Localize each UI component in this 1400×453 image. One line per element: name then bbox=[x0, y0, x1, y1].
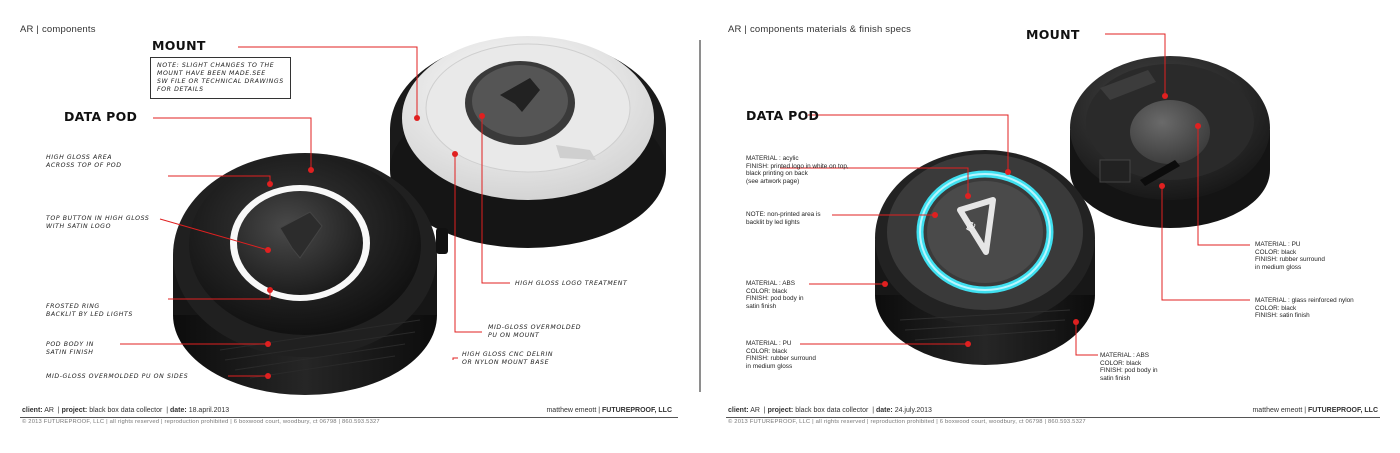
callout-overmolded-sides: MID-GLOSS OVERMOLDED PU ON SIDES bbox=[46, 373, 189, 380]
right-datapod-render: re bbox=[875, 150, 1095, 365]
left-note-box: NOTE: SLIGHT CHANGES TO THE MOUNT HAVE B… bbox=[150, 57, 291, 99]
left-sheet-title: AR | components bbox=[20, 24, 96, 35]
right-mount-render bbox=[1070, 56, 1270, 228]
left-callout-lines bbox=[120, 46, 510, 377]
left-footer-info: client: AR | project: black box data col… bbox=[22, 407, 230, 414]
right-sheet-title: AR | components materials & finish specs bbox=[728, 24, 912, 35]
right-callout-lines bbox=[780, 33, 1250, 356]
right-footer-copyright: © 2013 FUTUREPROOF, LLC | all rights res… bbox=[728, 419, 1086, 425]
left-mount-label: MOUNT bbox=[152, 38, 206, 53]
left-footer-rule bbox=[20, 417, 678, 418]
left-datapod-render bbox=[173, 153, 448, 395]
left-footer-copyright: © 2013 FUTUREPROOF, LLC | all rights res… bbox=[22, 419, 380, 425]
note-line: SW FILE OR TECHNICAL DRAWINGS bbox=[157, 78, 284, 85]
note-line: NOTE: SLIGHT CHANGES TO THE bbox=[157, 62, 275, 69]
right-callout-dots bbox=[882, 93, 1201, 347]
note-line: FOR DETAILS bbox=[157, 86, 204, 93]
left-datapod-label: DATA POD bbox=[64, 109, 138, 124]
right-footer-info: client: AR | project: black box data col… bbox=[728, 407, 932, 414]
right-footer-signature: matthew emeott | FUTUREPROOF, LLC bbox=[1252, 407, 1378, 414]
callout-logo-treatment: HIGH GLOSS LOGO TREATMENT bbox=[515, 280, 628, 287]
right-footer-rule bbox=[726, 417, 1380, 418]
right-datapod-label: DATA POD bbox=[746, 108, 820, 123]
right-mount-label: MOUNT bbox=[1026, 27, 1080, 42]
left-footer-signature: matthew emeott | FUTUREPROOF, LLC bbox=[546, 407, 672, 414]
note-line: MOUNT HAVE BEEN MADE.SEE bbox=[157, 70, 266, 77]
left-callout-dots bbox=[265, 113, 485, 379]
left-mount-render bbox=[390, 36, 666, 248]
